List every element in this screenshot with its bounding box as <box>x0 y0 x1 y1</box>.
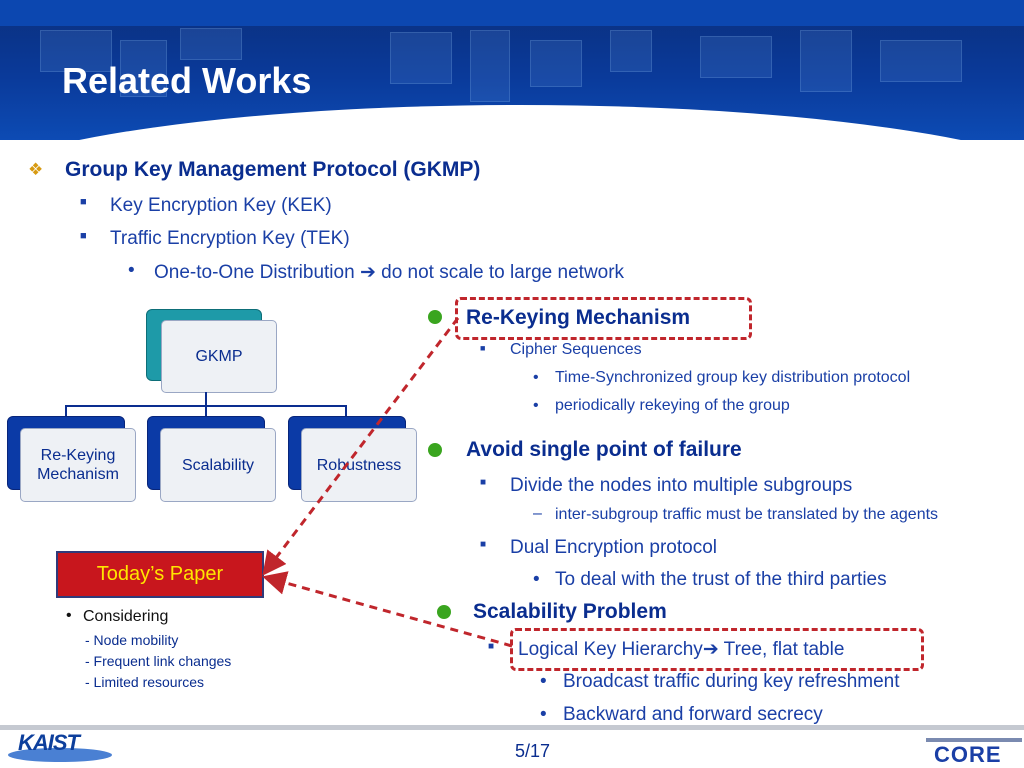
square-bullet-icon: ■ <box>480 477 487 488</box>
scalability-sub-item: Backward and forward secrecy <box>563 704 823 725</box>
rekeying-sub-item: Time-Synchronized group key distribution… <box>555 369 911 386</box>
lkh-text: Logical Key Hierarchy <box>518 639 703 660</box>
header-tile <box>700 36 772 78</box>
dot-bullet-icon: • <box>128 260 135 281</box>
square-bullet-icon: ■ <box>480 539 487 550</box>
square-bullet-icon: ■ <box>80 196 87 208</box>
header-tile <box>390 32 452 84</box>
gkmp-node: GKMP <box>161 320 277 393</box>
dot-bullet-icon: • <box>540 671 547 692</box>
green-dot-bullet-icon <box>437 605 451 619</box>
gkmp-heading: Group Key Management Protocol (GKMP) <box>65 158 481 181</box>
consideration-item: - Limited resources <box>85 674 205 690</box>
slide-header <box>0 0 1024 140</box>
kaist-logo-text: KAIST <box>18 730 80 755</box>
todays-paper-label: Today’s Paper <box>96 563 224 585</box>
one-to-one-text: One-to-One Distribution <box>154 262 355 283</box>
tree-connector <box>205 405 207 417</box>
scalability-node: Scalability <box>160 428 276 502</box>
scalability-node-label: Scalability <box>181 456 255 474</box>
core-logo-text: CORE <box>934 742 1002 767</box>
lkh-item: Logical Key Hierarchy➔ Tree, flat table <box>518 638 844 661</box>
dash-bullet-icon: – <box>533 505 542 522</box>
header-tile <box>880 40 962 82</box>
tree-connector <box>65 405 67 417</box>
dot-bullet-icon: • <box>533 397 539 414</box>
one-to-one-result: do not scale to large network <box>381 262 625 283</box>
gkmp-node-label: GKMP <box>195 348 243 365</box>
kek-item: Key Encryption Key (KEK) <box>110 195 332 216</box>
footer-divider <box>0 725 1024 730</box>
considering-label: Considering <box>83 608 169 625</box>
dual-encryption-item: Dual Encryption protocol <box>510 537 717 558</box>
robustness-node: Robustness <box>301 428 417 502</box>
third-parties-item: To deal with the trust of the third part… <box>555 569 887 590</box>
square-bullet-icon: ■ <box>480 343 486 353</box>
diamond-bullet-icon: ❖ <box>28 160 44 179</box>
header-tile <box>40 30 112 72</box>
header-tile <box>120 40 167 97</box>
rekeying-sub-item: periodically rekeying of the group <box>555 397 790 414</box>
green-dot-bullet-icon <box>428 310 442 324</box>
robustness-node-label: Robustness <box>316 456 402 474</box>
header-tile <box>530 40 582 87</box>
arrow-right-icon: ➔ <box>702 639 719 660</box>
spof-heading: Avoid single point of failure <box>466 438 742 461</box>
kaist-logo-swoosh <box>8 748 112 762</box>
header-top-band <box>0 0 1024 26</box>
arrow-right-icon: ➔ <box>359 262 376 283</box>
header-tile <box>180 28 242 60</box>
kaist-logo: KAIST <box>8 730 112 764</box>
rekeying-node-line1: Re-Keying <box>40 447 116 464</box>
square-bullet-icon: ■ <box>488 641 495 652</box>
header-tile <box>610 30 652 72</box>
square-bullet-icon: ■ <box>80 230 87 242</box>
dot-bullet-icon: • <box>533 369 539 386</box>
core-logo-stripe <box>926 738 1022 742</box>
tek-item: Traffic Encryption Key (TEK) <box>110 228 350 249</box>
consideration-item: - Frequent link changes <box>85 653 232 669</box>
cipher-sequences-item: Cipher Sequences <box>510 341 642 358</box>
dot-bullet-icon: • <box>540 704 547 725</box>
green-dot-bullet-icon <box>428 443 442 457</box>
inter-subgroup-item: inter-subgroup traffic must be translate… <box>555 506 939 523</box>
rekeying-heading: Re-Keying Mechanism <box>466 306 691 329</box>
rekeying-node-line2: Mechanism <box>37 466 119 483</box>
todays-paper-box: Today’s Paper <box>56 551 264 598</box>
lkh-result: Tree, flat table <box>723 639 845 660</box>
core-logo: CORE <box>926 734 1022 767</box>
dashed-arrow-from-rekeying <box>262 317 460 576</box>
dashed-arrow-from-lkh <box>262 571 513 648</box>
dot-bullet-icon: • <box>66 607 72 624</box>
consideration-item: - Node mobility <box>85 632 179 648</box>
subgroups-item: Divide the nodes into multiple subgroups <box>510 475 853 496</box>
slide-title: Related Works <box>62 60 312 101</box>
scalability-sub-item: Broadcast traffic during key refreshment <box>563 671 900 692</box>
header-tile <box>470 30 510 102</box>
lkh-highlight-box <box>510 628 924 671</box>
header-tile <box>800 30 852 92</box>
dot-bullet-icon: • <box>533 569 540 590</box>
scalability-heading: Scalability Problem <box>473 600 667 623</box>
tree-connector <box>345 405 347 417</box>
tree-connector <box>205 392 207 406</box>
page-number: 5/17 <box>515 741 551 761</box>
one-to-one-item: One-to-One Distribution ➔ do not scale t… <box>154 261 624 284</box>
